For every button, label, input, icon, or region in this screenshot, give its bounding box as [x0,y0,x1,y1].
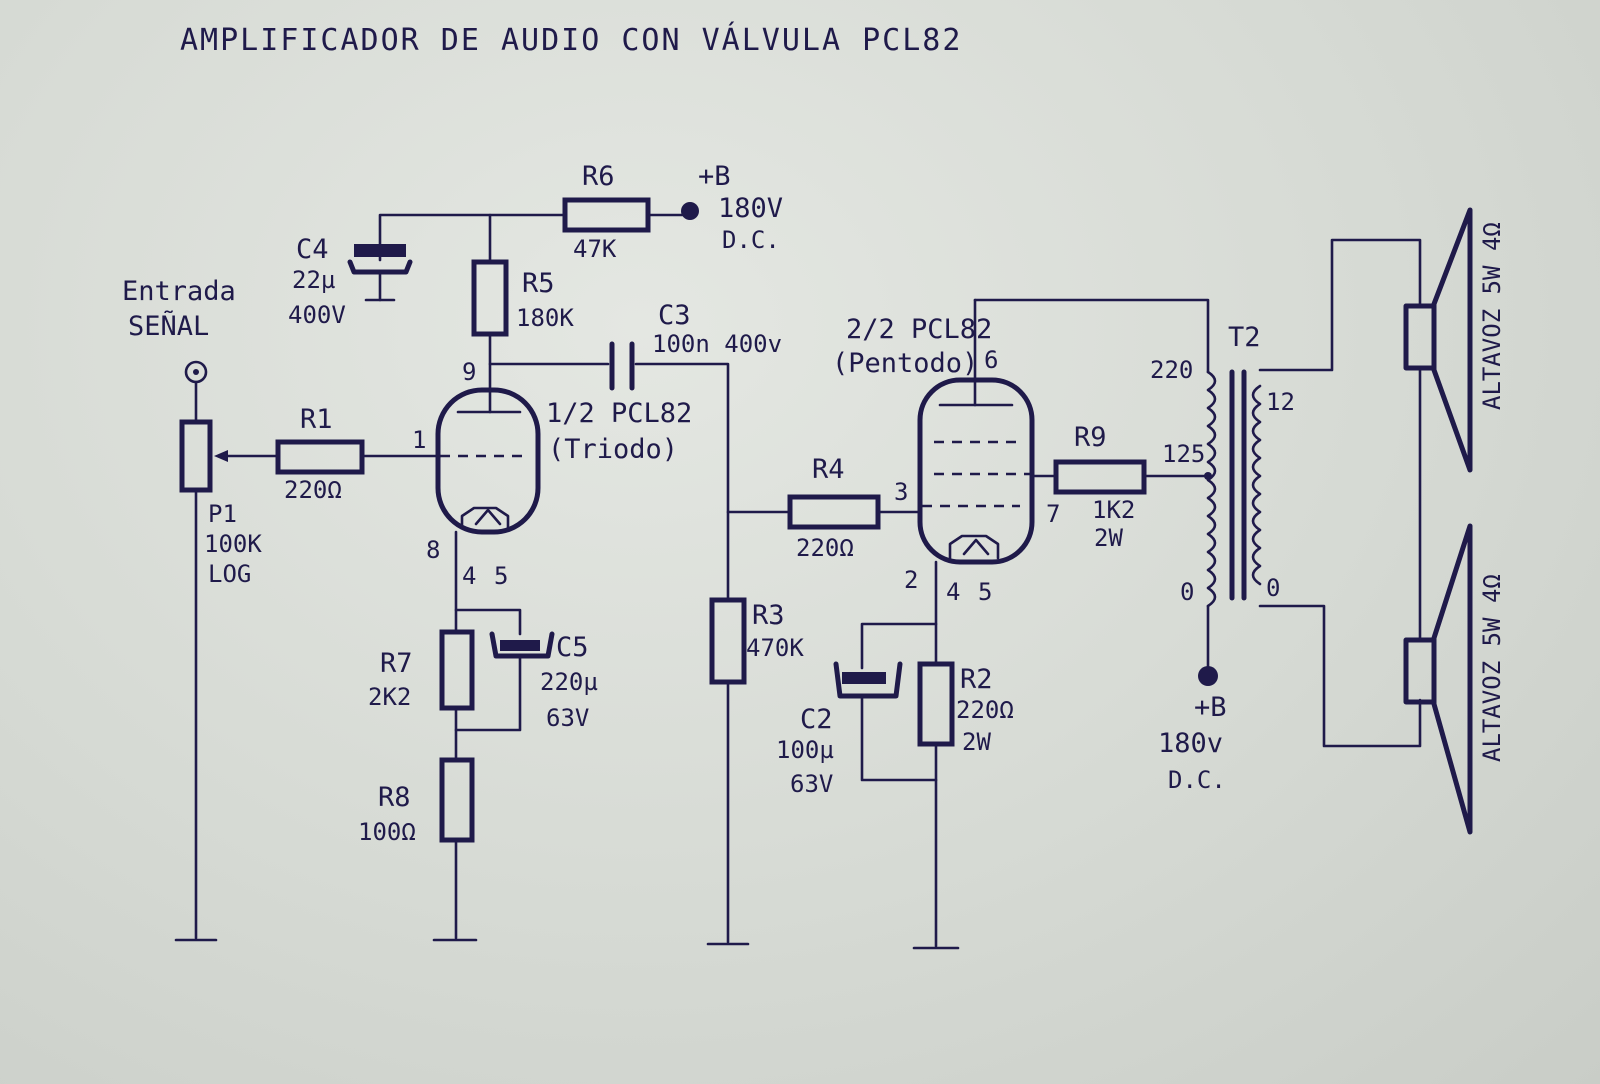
r2-rating: 2W [962,728,991,756]
pentode-tube [917,377,1035,565]
capacitor-c3 [609,341,635,391]
r4-name: R4 [812,454,845,485]
supply-right-voltage: 180v [1158,728,1223,759]
speaker-2 [1403,523,1473,835]
triode-tube [435,387,541,535]
wire-secondary-bottom [1258,604,1422,748]
t2-primary-zero: 0 [1180,578,1194,606]
triode-pin-anode: 9 [462,358,476,386]
capacitor-c5 [489,631,555,659]
t2-secondary-top: 12 [1266,388,1295,416]
resistor-r3 [709,597,747,685]
triode-label: 1/2 PCL82 [546,398,692,429]
speaker-1 [1403,207,1473,473]
t2-name: T2 [1228,322,1261,353]
pentode-pin-h1: 4 [946,578,960,606]
wire-anode-t2 [973,298,1210,374]
wire-c5-bottom [454,654,522,732]
r8-value: 100Ω [358,818,416,846]
input-label-line1: Entrada [122,276,236,307]
input-label-line2: SEÑAL [128,310,209,342]
pentode-pin-screen: 7 [1046,500,1060,528]
resistor-r8 [439,757,475,843]
c4-value: 22µ [292,266,335,294]
r4-value: 220Ω [796,534,854,562]
supply-right-type: D.C. [1168,766,1226,794]
pentode-pin-anode: 6 [984,346,998,374]
capacitor-c2 [833,661,903,699]
wire-top-rail [378,213,684,264]
triode-pin-cathode: 8 [426,536,440,564]
speaker-2-label: ALTAVOZ 5W 4Ω [1478,574,1506,762]
p1-wiper-arrow [214,450,228,462]
r8-name: R8 [378,782,411,813]
diagram-title: AMPLIFICADOR DE AUDIO CON VÁLVULA PCL82 [180,22,962,58]
supply-right-label: +B [1194,692,1227,723]
supply-top-type: D.C. [722,226,780,254]
r2-value: 220Ω [956,696,1014,724]
r2-name: R2 [960,664,993,695]
triode-type: (Triodo) [548,434,678,465]
r7-name: R7 [380,648,413,679]
triode-pin-h1: 4 [462,562,476,590]
pentode-pin-grid: 3 [894,478,908,506]
wire-c3-r3 [634,362,730,602]
r6-name: R6 [582,161,615,192]
pentode-pin-cathode: 2 [904,566,918,594]
resistor-r1 [275,439,365,475]
r1-name: R1 [300,404,333,435]
c2-voltage: 63V [790,770,833,798]
resistor-r6 [562,197,651,233]
c2-name: C2 [800,704,833,735]
potentiometer-p1 [179,419,213,493]
r3-name: R3 [752,600,785,631]
r9-name: R9 [1074,422,1107,453]
resistor-r5 [471,259,509,337]
pentode-type: (Pentodo) [832,348,978,379]
p1-taper: LOG [208,560,251,588]
c5-value: 220µ [540,668,598,696]
c5-voltage: 63V [546,704,589,732]
r9-value: 1K2 [1092,496,1135,524]
p1-value: 100K [204,530,262,558]
transformer-t2 [1206,369,1262,608]
c4-voltage: 400V [288,301,346,329]
t2-primary-top: 220 [1150,356,1193,384]
c3-value: 100n 400v [652,330,782,358]
r5-value: 180K [516,304,574,332]
c3-name: C3 [658,300,691,331]
r3-value: 470K [746,634,804,662]
r6-value: 47K [573,235,617,263]
resistor-r9 [1053,459,1147,495]
r5-name: R5 [522,268,555,299]
wire-secondary-top [1258,238,1422,372]
wire-c2-bottom [860,694,938,782]
supply-terminal-top [681,202,699,220]
wire-c2-top [860,622,938,670]
wire-c5-top [454,608,522,636]
resistor-r7 [439,629,475,711]
r1-value: 220Ω [284,476,342,504]
triode-pin-grid: 1 [412,426,426,454]
t2-primary-tap: 125 [1162,440,1205,468]
supply-top-label: +B [698,161,731,192]
triode-pin-h2: 5 [494,562,508,590]
c5-name: C5 [556,632,589,663]
supply-top-voltage: 180V [718,193,783,224]
r7-value: 2K2 [368,683,411,711]
pentode-pin-h2: 5 [978,578,992,606]
p1-name: P1 [208,500,237,528]
c2-value: 100µ [776,736,834,764]
speaker-1-label: ALTAVOZ 5W 4Ω [1478,222,1506,410]
resistor-r2 [917,661,955,747]
r9-rating: 2W [1094,524,1123,552]
capacitor-c4 [347,244,413,302]
supply-terminal-right [1198,666,1218,686]
c4-name: C4 [296,234,329,265]
t2-secondary-zero: 0 [1266,574,1280,602]
resistor-r4 [787,494,881,530]
pentode-label: 2/2 PCL82 [846,314,992,345]
